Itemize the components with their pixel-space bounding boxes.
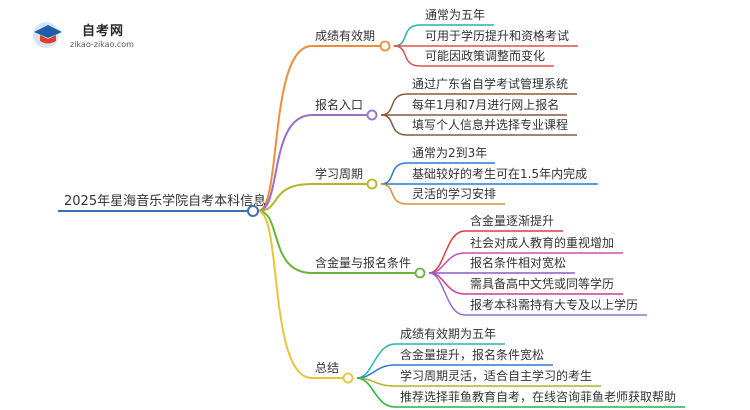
graduation-cap-icon [33,22,62,48]
logo-url: zikao-zikao.com [70,40,134,49]
leaf-label: 基础较好的考生可在1.5年内完成 [412,166,587,181]
leaf-connector [393,45,421,67]
leaf-label: 通常为五年 [425,8,485,22]
leaf-label: 含金量提升，报名条件宽松 [400,347,544,362]
leaf-connector [380,162,408,185]
branch-connector [257,183,313,212]
leaf-connector [428,272,466,316]
site-logo[interactable]: 自考网 zikao-zikao.com [30,18,160,52]
branch-node-circle [379,40,391,52]
leaf-label: 社会对成人教育的重视增加 [470,235,614,250]
leaf-connector [356,343,396,379]
connectors [58,24,685,408]
leaf-label: 每年1月和7月进行网上报名 [412,97,559,112]
leaf-label: 报名条件相对宽松 [470,255,566,270]
leaf-connector [428,230,466,274]
leaf-connector [428,272,466,295]
branch-label: 总结 [315,361,339,375]
leaf-label: 可用于学历提升和资格考试 [425,28,569,43]
root-node-circle [247,205,259,217]
leaf-label: 推荐选择菲鱼教育自考，在线咨询菲鱼老师获取帮助 [400,389,676,404]
leaf-connector [428,252,466,274]
branch-node-circle [366,109,378,121]
branch-node-circle [366,178,378,190]
logo-name: 自考网 [82,24,125,39]
leaf-label: 含金量逐渐提升 [470,213,554,228]
leaf-label: 成绩有效期为五年 [400,326,496,341]
leaf-label: 通过广东省自学考试管理系统 [412,76,568,91]
leaf-connector [380,183,408,205]
leaf-label: 学习周期灵活，适合自主学习的考生 [400,368,592,383]
leaf-connector [356,377,396,408]
leaf-label: 填写个人信息并选择专业课程 [412,117,568,132]
branch-label: 报名入口 [315,97,363,112]
branch-connector [257,114,313,212]
branch-label: 含金量与报名条件 [315,255,411,270]
leaf-label: 报考本科需持有大专及以上学历 [470,297,638,312]
leaf-label: 灵活的学习安排 [412,186,496,201]
leaf-label: 可能因政策调整而变化 [425,48,545,63]
branch-connector [257,45,313,212]
labels: 2025年星海音乐学院自考本科信息 成绩有效期 通常为五年可用于学历提升和资格考试可… [64,8,676,404]
branch-connector [257,210,313,274]
leaf-connector [380,93,408,116]
branch-label: 学习周期 [315,166,363,181]
branch-connector [257,210,313,379]
branch-node-circle [342,372,354,384]
branch-node-circle [414,267,426,279]
leaf-label: 需具备高中文凭或同等学历 [470,276,614,291]
leaf-connector [380,114,408,136]
branch-label: 成绩有效期 [315,28,375,43]
root-node-label: 2025年星海音乐学院自考本科信息 [64,193,266,209]
leaf-connector [393,24,421,47]
leaf-label: 通常为2到3年 [412,146,487,160]
